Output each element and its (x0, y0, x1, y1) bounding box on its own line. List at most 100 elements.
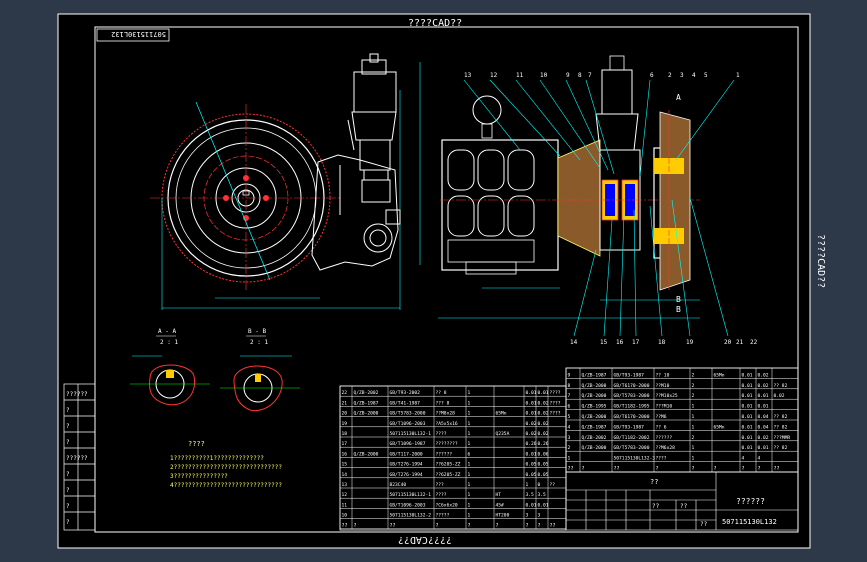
table-cell: ?? 82 (774, 383, 788, 389)
table-cell: 1 (468, 472, 471, 478)
table-cell: 0.26 (538, 441, 549, 447)
table-cell: 0.01 (742, 424, 753, 430)
table-cell: ??M8x28 (436, 411, 456, 417)
table-cell: ?? 82 (774, 424, 788, 430)
part-number: 22 (750, 339, 758, 346)
table-cell: GB/T117-2000 (390, 451, 423, 457)
table-cell: ?????? (656, 435, 673, 441)
table-cell: 507115130L132-1 (390, 492, 432, 498)
table-cell: 3 (526, 513, 529, 519)
table-cell: GB/T1096-2003 (390, 502, 426, 508)
table-header-cell: ? (656, 466, 659, 472)
table-cell: 19 (342, 421, 348, 427)
title-scale-label: ?? (652, 503, 660, 510)
tech-req-line: 3??????????????? (170, 473, 228, 480)
table-header-cell: ? (526, 523, 529, 529)
table-cell: GB/T1096-2003 (390, 421, 426, 427)
table-cell: 1 (468, 502, 471, 508)
section-b-view: B - B 2 : 1 (220, 328, 300, 412)
table-cell: 20 (342, 411, 348, 417)
table-cell: ?C6x6x20 (436, 502, 458, 508)
table-header-cell: ? (758, 466, 761, 472)
table-cell: 0.01 (758, 445, 769, 451)
table-cell: Q/ZB-1987 (354, 400, 379, 406)
table-cell: ??? (436, 482, 445, 488)
table-cell: 0.01 (758, 404, 769, 410)
table-header-cell: ? (496, 523, 499, 529)
section-mark-b: B (676, 305, 681, 314)
pump-section-view (438, 55, 735, 337)
part-number: 6 (650, 72, 654, 79)
table-cell: ???? (436, 492, 447, 498)
table-cell: 7 (568, 393, 571, 399)
title-name: ?? (650, 478, 658, 486)
table-cell: 507115130L132-1 (390, 431, 432, 437)
table-cell: 0.05 (538, 462, 549, 468)
table-cell: Q/ZB-1987 (582, 424, 607, 430)
table-cell: ?? 8 (436, 390, 447, 396)
table-cell: 0.02 (774, 393, 785, 399)
table-cell: GB/T5783-2000 (390, 411, 426, 417)
table-cell: 0.26 (526, 441, 537, 447)
table-cell: ?????? (436, 451, 453, 457)
table-cell: 0.06 (538, 451, 549, 457)
table-cell: 0.01 (742, 404, 753, 410)
table-cell: 14 (342, 472, 348, 478)
table-cell: 0.01 (526, 400, 537, 406)
margin-cell: ? (66, 503, 70, 510)
part-number: 14 (570, 339, 578, 346)
table-cell: 1 (468, 513, 471, 519)
stamp-text: 507115130L132 (111, 30, 166, 38)
table-cell: 0.01 (742, 383, 753, 389)
table-cell: 6 (568, 404, 571, 410)
table-cell: ?A5x5x16 (436, 421, 458, 427)
table-cell: ??M6x28 (656, 445, 676, 451)
table-cell: ?? 82 (774, 414, 788, 420)
table-cell: 0.01 (538, 390, 549, 396)
part-number: 17 (632, 339, 640, 346)
part-number: 21 (736, 339, 744, 346)
table-cell: GB/T276-1994 (390, 472, 423, 478)
table-cell: Q/ZB-1987 (582, 372, 607, 378)
table-cell: 1 (468, 421, 471, 427)
margin-cell: ? (66, 519, 70, 526)
table-header-cell: ? (354, 523, 357, 529)
table-cell: 0.02 (758, 383, 769, 389)
table-cell: ???? (436, 431, 447, 437)
table-cell: 2 (568, 445, 571, 451)
section-a-label: A - A (158, 328, 176, 335)
table-cell: GB/T1182-2002 (614, 435, 650, 441)
table-cell: 0.02 (538, 431, 549, 437)
table-header-cell: ? (742, 466, 745, 472)
table-cell: 0.01 (538, 502, 549, 508)
table-cell: 1 (468, 441, 471, 447)
table-cell: Q/ZB-2000 (582, 414, 607, 420)
table-cell: 0.01 (742, 414, 753, 420)
table-cell: 4 (758, 456, 761, 462)
table-cell: 5 (568, 414, 571, 420)
table-cell: 12 (342, 492, 348, 498)
inner-frame (94, 26, 799, 533)
table-header-cell: ? (538, 523, 541, 529)
part-number: 2 (668, 72, 672, 79)
table-cell: 0.01 (526, 411, 537, 417)
margin-cell: ? (66, 471, 70, 478)
table-cell: ???MMR (774, 435, 791, 441)
table-cell: ???? (656, 456, 667, 462)
margin-cell: ? (66, 407, 70, 414)
table-cell: 507115130L132-2 (390, 513, 432, 519)
table-cell: ?? 6 (656, 424, 667, 430)
part-number: 3 (680, 72, 684, 79)
table-header-cell: ? (436, 523, 439, 529)
table-cell: ??6205-ZZ (436, 462, 461, 468)
table-cell: 3.5 (538, 492, 547, 498)
table-cell: 1 (468, 462, 471, 468)
table-cell: 0.02 (526, 421, 537, 427)
table-cell: 1 (568, 456, 571, 462)
title-block (565, 471, 799, 531)
part-number: 8 (578, 72, 582, 79)
tech-req-line: 4?????????????????????????????? (170, 482, 282, 489)
